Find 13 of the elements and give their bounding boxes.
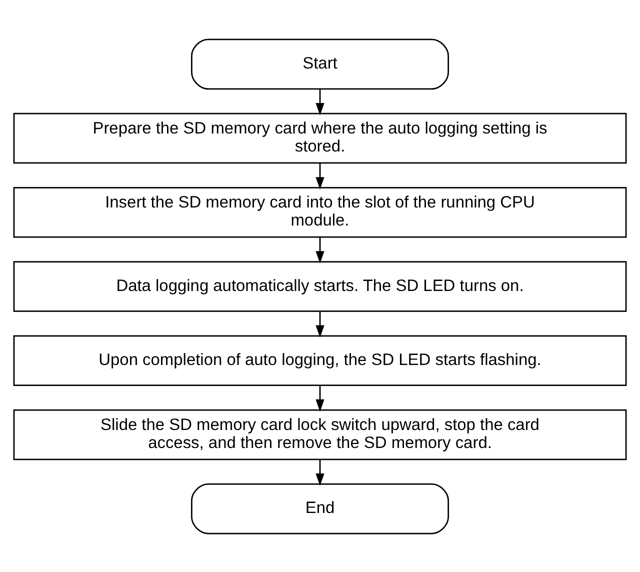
arrow (316, 458, 324, 486)
node-box: Insert the SD memory card into the slot of the running CPU module. (13, 186, 627, 238)
node-box: Data logging automatically starts. The SD LED turns on. (13, 260, 627, 312)
node-box: Slide the SD memory card lock switch upward, stop the card access, and then remove the SD memory card. (13, 408, 627, 460)
arrow (316, 384, 324, 412)
arrow (316, 88, 324, 115)
arrow (316, 310, 324, 338)
node-box: Start (191, 38, 449, 90)
arrow (316, 162, 324, 189)
node-box: Upon completion of auto logging, the SD LED starts flashing. (13, 334, 627, 386)
node-box: Prepare the SD memory card where the auto logging setting is stored. (13, 112, 627, 164)
arrow (316, 236, 324, 264)
node-box: End (191, 482, 449, 534)
